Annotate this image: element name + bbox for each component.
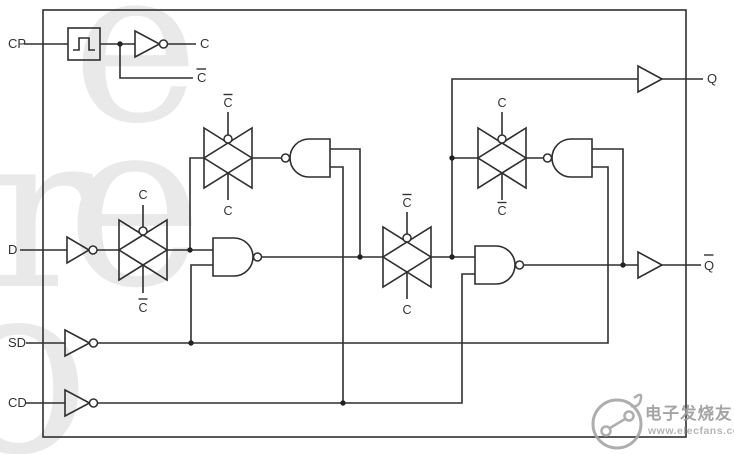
logo-trace: [609, 417, 626, 430]
sd-pin-label: SD: [8, 335, 26, 350]
tg3-bottom-control-label: C: [402, 303, 411, 317]
tg1-bottom-control-label: C: [138, 298, 148, 315]
logo-leaf-icon: [630, 393, 643, 408]
slave-nand-gate: [474, 245, 525, 285]
svg-text:C: C: [402, 196, 411, 210]
d-inverter: [66, 235, 98, 265]
logo-title: 电子发烧友: [645, 403, 733, 423]
master-nand-gate: [212, 237, 263, 277]
device-boundary-box: [42, 9, 687, 438]
watermark-letter: e: [72, 0, 200, 171]
wires: [20, 43, 703, 404]
tg4-bottom-control-label: C: [497, 201, 507, 218]
slave-feedback-transmission-gate: [476, 112, 528, 200]
d-pin-label: D: [8, 242, 17, 257]
watermark-letter: e: [66, 69, 204, 339]
svg-text:C: C: [223, 96, 232, 110]
tg1-top-control-label: C: [138, 188, 147, 202]
cp-inverter: [134, 29, 169, 59]
logo-node-icon: [600, 425, 612, 437]
logo-node-icon: [623, 410, 635, 422]
schmitt-trigger-box: [67, 27, 101, 61]
cd-inverter: [64, 388, 99, 418]
tg2-bottom-control-label: C: [223, 204, 232, 218]
slave-feedback-nand-gate: [542, 138, 593, 178]
c-net-label: C: [200, 36, 209, 51]
junction-dots: [117, 41, 626, 406]
sd-inverter: [64, 328, 99, 358]
qbar-pin-label: Q: [704, 254, 714, 273]
slave-input-transmission-gate: [381, 212, 433, 299]
cd-pin-label: CD: [8, 395, 27, 410]
qbar-buffer: [637, 250, 664, 280]
pulse-icon: [73, 37, 95, 51]
master-feedback-nand-gate: [280, 138, 331, 178]
cp-pin-label: CP: [8, 36, 26, 51]
tg4-top-control-label: C: [497, 96, 506, 110]
logo-url: www.elecfans.com: [647, 425, 734, 437]
svg-text:C: C: [138, 301, 147, 315]
tg3-top-control-label: C: [402, 193, 412, 210]
svg-text:Q: Q: [704, 258, 714, 273]
master-feedback-transmission-gate: [202, 112, 254, 200]
elecfans-logo: 电子发烧友 www.elecfans.com: [591, 393, 734, 450]
logo-circle-icon: [591, 398, 643, 450]
svg-text:C: C: [497, 204, 506, 218]
q-pin-label: Q: [707, 71, 717, 86]
master-input-transmission-gate: [117, 205, 169, 293]
svg-text:C: C: [197, 70, 206, 85]
q-buffer: [637, 64, 664, 94]
watermark-letter: r: [0, 86, 93, 337]
cbar-net-label: C: [196, 68, 206, 85]
tg2-top-control-label: C: [223, 93, 233, 110]
